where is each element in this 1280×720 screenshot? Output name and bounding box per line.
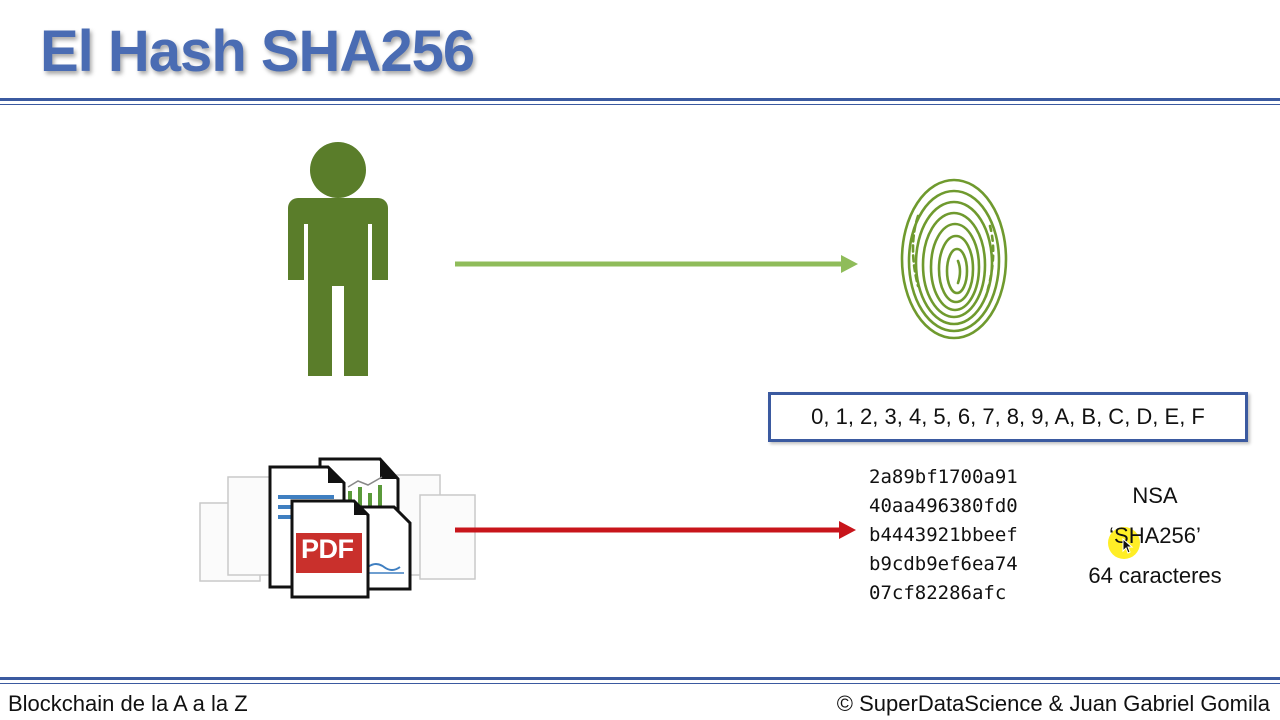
hash-line: b9cdb9ef6ea74 [869,553,1018,575]
cursor-icon [1122,537,1134,559]
person-icon [284,140,394,385]
slide-title: El Hash SHA256 [40,19,475,84]
copyright: © SuperDataScience & Juan Gabriel Gomila [836,691,1270,716]
pdf-label: PDF [301,534,354,564]
algorithm-info: NSA ‘SHA256’ 64 caracteres [1070,476,1240,596]
hash-output: 2a89bf1700a91 40aa496380fd0 b4443921bbee… [869,463,1018,608]
fingerprint-icon [898,176,1010,347]
bottom-divider [0,677,1280,684]
hash-line: 40aa496380fd0 [869,495,1018,517]
arrow-to-hash [455,518,860,547]
hash-length: 64 caracteres [1088,563,1222,588]
hash-line: b4443921bbeef [869,524,1018,546]
documents-icon: PDF [198,455,488,610]
top-divider [0,98,1280,105]
algorithm-name: ‘SHA256’ [1109,523,1201,548]
hex-characters-box: 0, 1, 2, 3, 4, 5, 6, 7, 8, 9, A, B, C, D… [768,392,1248,442]
hex-characters: 0, 1, 2, 3, 4, 5, 6, 7, 8, 9, A, B, C, D… [811,404,1205,429]
course-name: Blockchain de la A a la Z [8,691,248,716]
hash-line: 07cf82286afc [869,582,1007,604]
arrow-to-fingerprint [455,252,860,281]
hash-line: 2a89bf1700a91 [869,466,1018,488]
nsa-label: NSA [1132,483,1178,508]
